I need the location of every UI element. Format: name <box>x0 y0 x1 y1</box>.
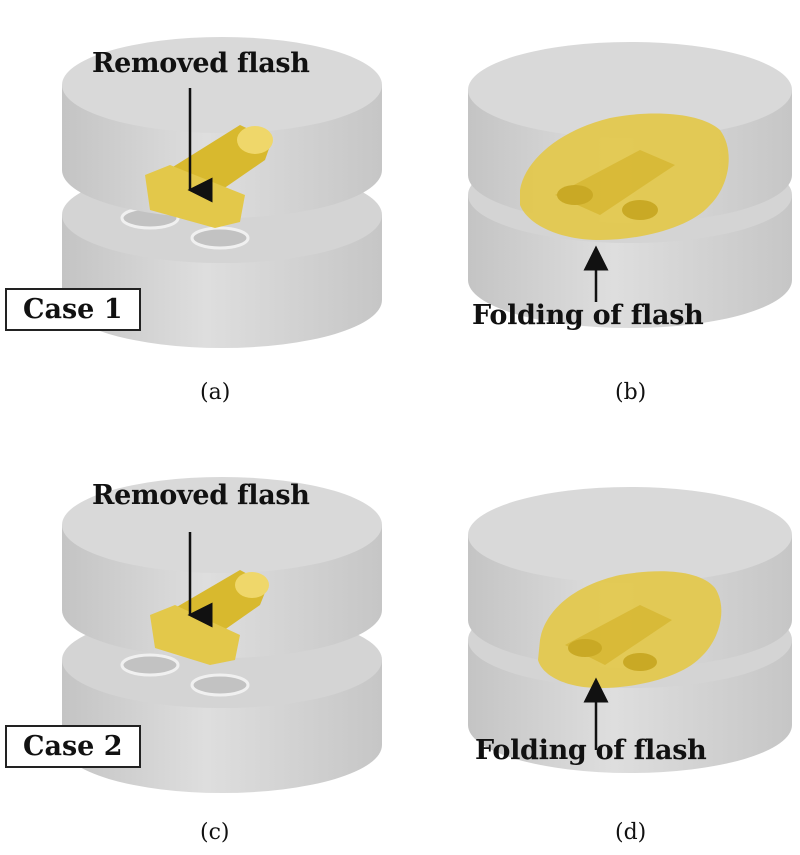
case-label-c: Case 2 <box>5 725 141 768</box>
flash-b-icon <box>520 113 729 240</box>
callout-label-a: Removed flash <box>92 48 310 79</box>
caption-b: (b) <box>615 380 647 405</box>
callout-label-b: Folding of flash <box>472 300 704 331</box>
caption-d: (d) <box>615 820 647 845</box>
flash-d-icon <box>538 571 722 688</box>
caption-a: (a) <box>200 380 231 405</box>
callout-label-d: Folding of flash <box>475 735 707 766</box>
case-label-a: Case 1 <box>5 288 141 331</box>
callout-label-c: Removed flash <box>92 480 310 511</box>
panel-b-illustration <box>468 42 792 328</box>
caption-c: (c) <box>200 820 230 845</box>
panel-d-illustration <box>468 487 792 773</box>
